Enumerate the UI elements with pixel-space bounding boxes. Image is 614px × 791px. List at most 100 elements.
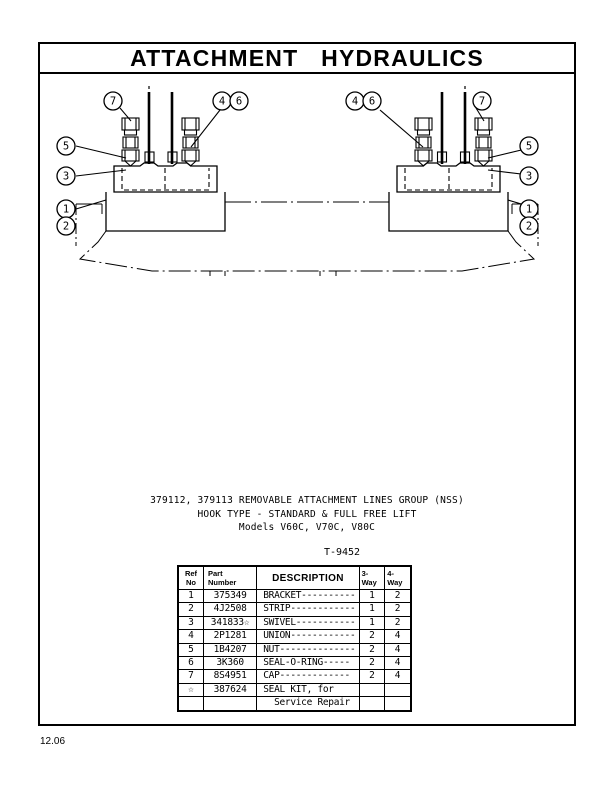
cell-four-way: 4 (384, 629, 412, 644)
cell-four-way: 4 (384, 642, 412, 658)
cell-four-way: 2 (384, 615, 412, 631)
cell-part-number (202, 696, 258, 712)
fitting-stack-right-inner (414, 117, 433, 167)
leader-right-4-6 (379, 109, 424, 148)
cell-ref-no: 1 (177, 588, 204, 604)
cell-three-way: 2 (358, 642, 386, 658)
cell-description: BRACKET---------- (256, 588, 360, 604)
cell-ref-no: 4 (177, 629, 204, 644)
header-three-way: 3-Way (358, 565, 386, 590)
cell-three-way: 2 (358, 656, 386, 671)
balloon-label: 2 (526, 221, 532, 233)
balloon-circle (56, 216, 76, 236)
manifold-base-left (105, 192, 226, 232)
balloon-circle (56, 136, 76, 156)
cell-description: NUT-------------- (256, 642, 360, 658)
cell-part-number: 2P1281 (202, 629, 258, 644)
balloon-label: 2 (63, 221, 69, 233)
balloon-circle (229, 91, 249, 111)
caption-line-2: HOOK TYPE - STANDARD & FULL FREE LIFT (197, 508, 417, 520)
balloon-circle (103, 91, 123, 111)
callout-balloon-right-2: 2 (519, 216, 539, 236)
balloon-label: 7 (110, 96, 116, 108)
cell-description: STRIP------------ (256, 602, 360, 617)
cell-part-number: 341833☆ (202, 615, 258, 631)
cell-ref-no: 6 (177, 656, 204, 671)
cell-three-way: 2 (358, 629, 386, 644)
cell-part-number: 8S4951 (202, 669, 258, 684)
cell-part-number: 3K360 (202, 656, 258, 671)
drawing-number: T-9452 (323, 547, 361, 558)
callout-balloon-left-1: 1 (56, 199, 76, 219)
balloon-label: 7 (479, 96, 485, 108)
cell-three-way (358, 682, 386, 698)
hose-routing-path (78, 230, 536, 272)
caption-line-1: 379112, 379113 REMOVABLE ATTACHMENT LINE… (150, 495, 464, 506)
cell-description: Service Repair (256, 696, 360, 712)
balloon-label: 5 (526, 141, 532, 153)
manifold-cavity-left (121, 168, 210, 191)
page-footer: 12.06 (40, 736, 66, 747)
callout-balloon-right-5: 5 (519, 136, 539, 156)
cell-ref-no (177, 696, 204, 712)
cell-part-number: 1B4207 (202, 642, 258, 658)
cell-three-way: 1 (358, 588, 386, 604)
balloon-label: 4 (352, 96, 358, 108)
callout-balloon-left-6: 6 (229, 91, 249, 111)
callout-balloon-right-3: 3 (519, 166, 539, 186)
cell-description: SWIVEL----------- (256, 615, 360, 631)
cell-four-way (384, 696, 412, 712)
balloon-circle (56, 166, 76, 186)
balloon-label: 6 (369, 96, 375, 108)
callout-balloon-right-7: 7 (472, 91, 492, 111)
cell-three-way: 2 (358, 669, 386, 684)
fitting-stack-left-outer (121, 117, 140, 167)
callout-balloon-right-4: 4 (345, 91, 365, 111)
table-row: Service Repair (177, 696, 412, 712)
cell-ref-no: 3 (177, 615, 204, 631)
balloon-circle (362, 91, 382, 111)
manifold-base-right (388, 192, 509, 232)
callout-balloon-left-3: 3 (56, 166, 76, 186)
leader-left-4-6 (190, 109, 221, 148)
balloon-circle (519, 216, 539, 236)
header-four-way: 4-Way (384, 565, 412, 590)
cell-four-way: 4 (384, 656, 412, 671)
fitting-stack-left-inner (181, 117, 200, 167)
callout-balloon-right-6: 6 (362, 91, 382, 111)
callout-balloon-left-4: 4 (212, 91, 232, 111)
cell-four-way: 2 (384, 588, 412, 604)
cell-description: SEAL-O-RING----- (256, 656, 360, 671)
cell-ref-no: 2 (177, 602, 204, 617)
cell-ref-no: ☆ (177, 682, 204, 698)
balloon-label: 6 (236, 96, 242, 108)
balloon-label: 3 (63, 171, 69, 183)
leader-left-5 (75, 145, 127, 159)
page-title: ATTACHMENT HYDRAULICS (130, 44, 484, 71)
left-manifold-assembly (75, 86, 226, 246)
cell-part-number: 387624 (202, 682, 258, 698)
cell-four-way: 4 (384, 669, 412, 684)
manifold-block-left (113, 162, 218, 193)
header-description: DESCRIPTION (256, 565, 360, 590)
cell-four-way: 2 (384, 602, 412, 617)
cell-four-way (384, 682, 412, 698)
cell-three-way (358, 696, 386, 712)
balloon-label: 5 (63, 141, 69, 153)
balloon-label: 1 (526, 204, 532, 216)
